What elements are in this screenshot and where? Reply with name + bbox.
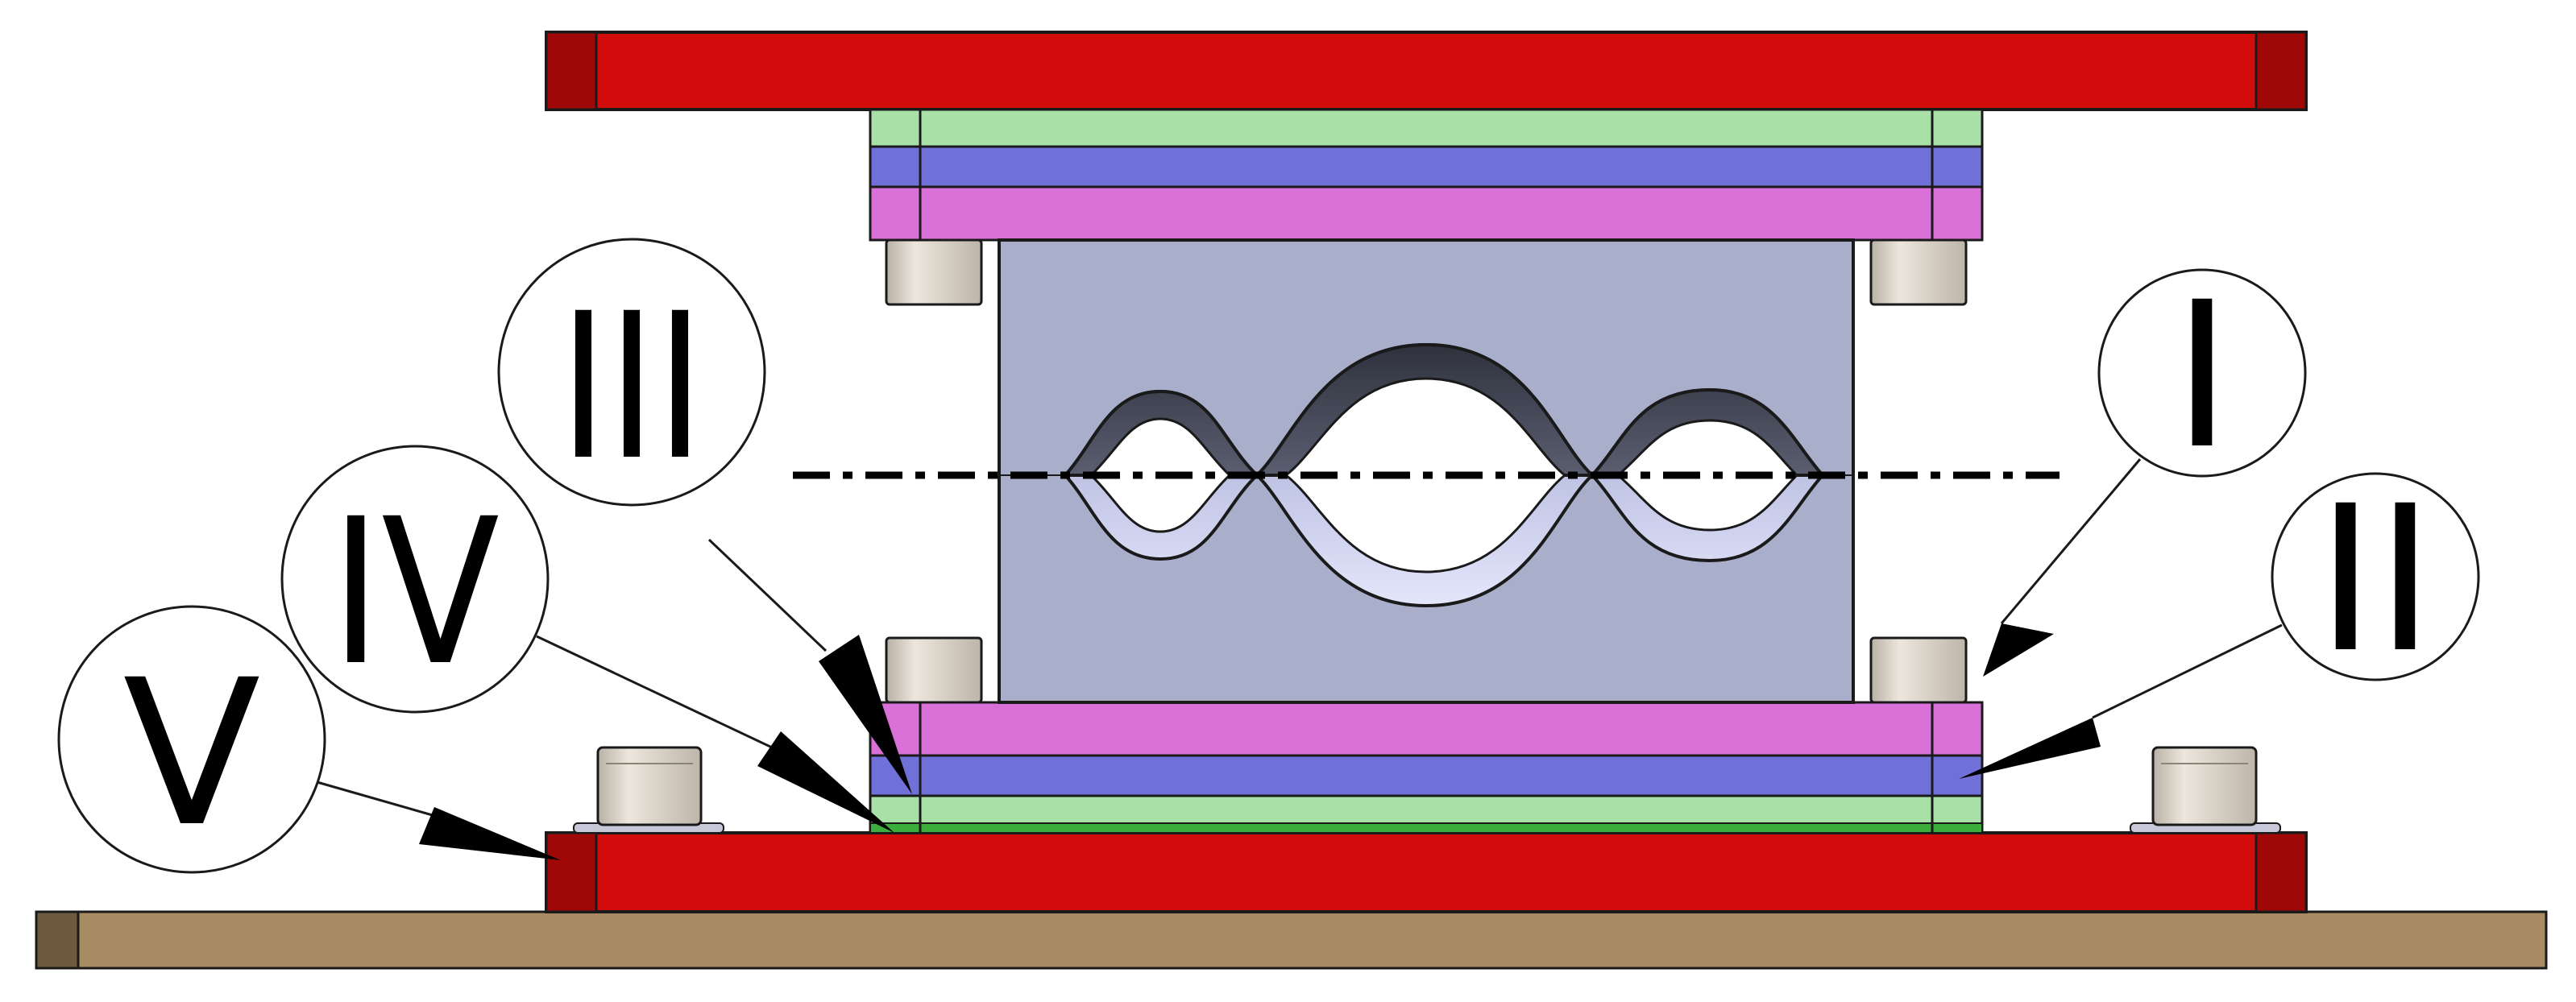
callout-III: III (497, 238, 766, 507)
leader-II (1959, 623, 2283, 779)
callout-IV: IV (280, 445, 550, 714)
callout-label-I: I (2172, 259, 2232, 493)
callout-label-II: II (2316, 462, 2434, 697)
bolt-base-right (2130, 746, 2281, 834)
bottom-base-plate (545, 831, 2308, 913)
leader-IV (536, 635, 894, 833)
bolt-lower-right (1869, 636, 1968, 704)
leader-I (1983, 458, 2142, 677)
callout-label-V: V (122, 636, 260, 871)
bolt-upper-left (885, 238, 983, 306)
bolt-base-left (573, 746, 724, 834)
callout-label-III: III (559, 270, 704, 504)
bolts (573, 238, 2281, 834)
bolt-lower-left (885, 636, 983, 704)
lower-layer-stack (869, 701, 1984, 834)
leaders (313, 458, 2283, 860)
callout-II: II (2271, 462, 2480, 697)
upper-layer-stack (869, 108, 1984, 242)
bolt-upper-right (1869, 238, 1968, 306)
leader-III (707, 538, 912, 794)
top-base-plate (545, 31, 2308, 111)
callout-label-IV: IV (330, 475, 500, 710)
callout-I: I (2097, 259, 2307, 493)
leader-V (313, 780, 561, 860)
callout-V: V (57, 605, 326, 874)
foundation (35, 910, 2548, 970)
